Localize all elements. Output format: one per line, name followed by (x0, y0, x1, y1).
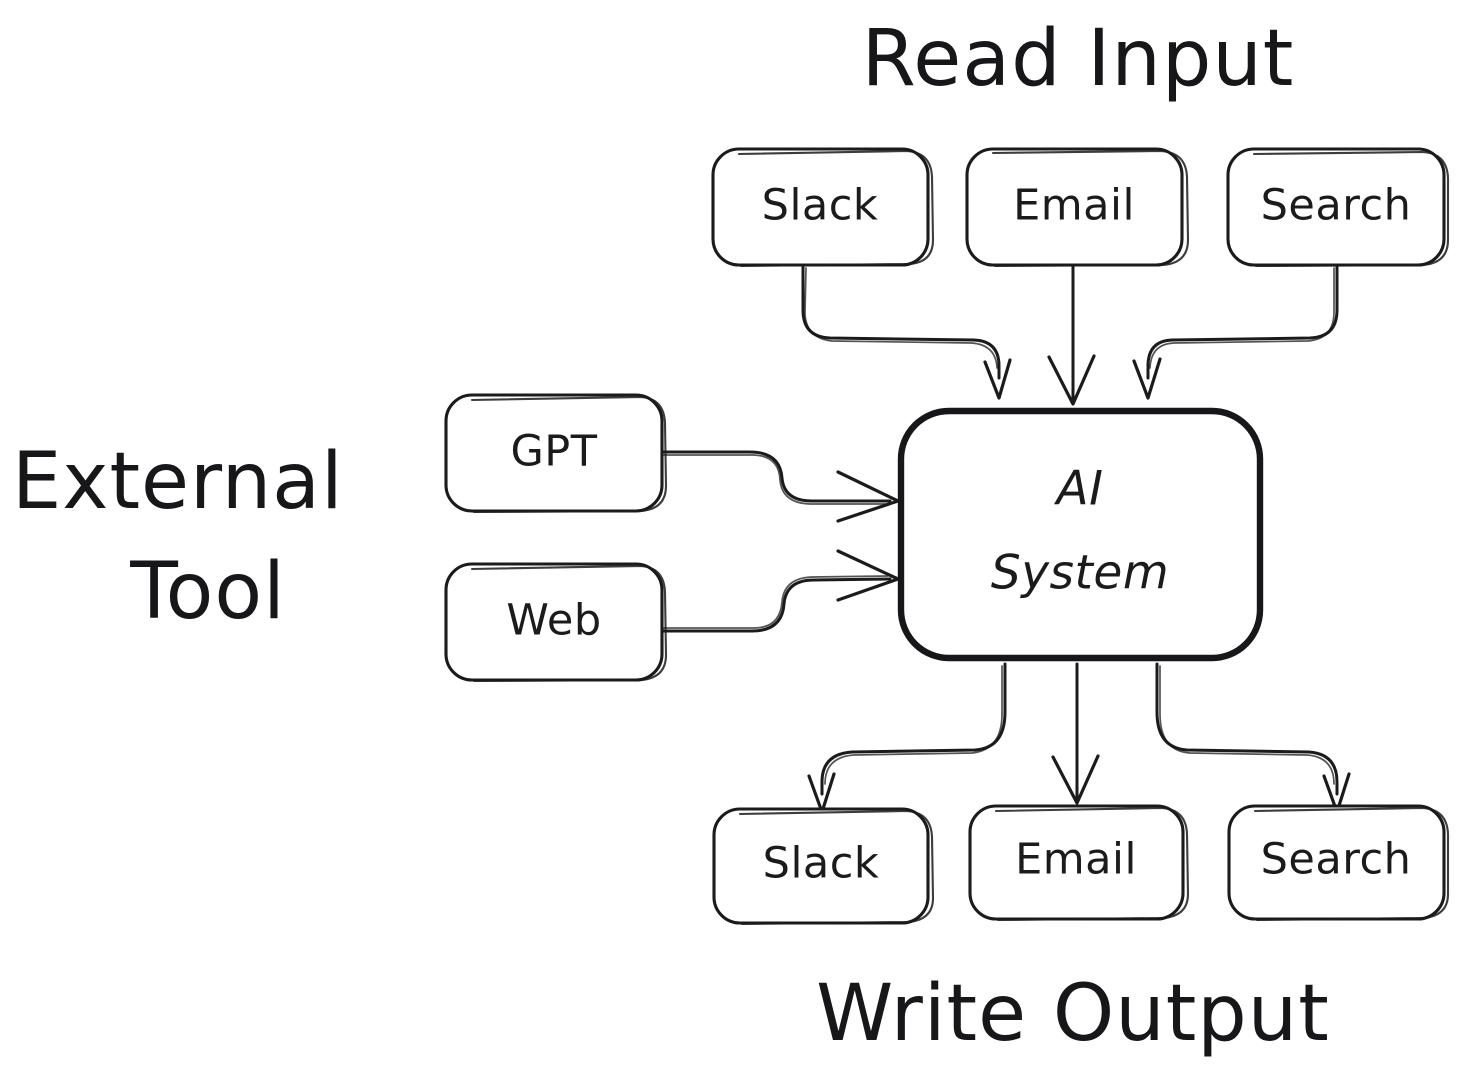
group-title-external-tool-line2: Tool (129, 547, 286, 637)
node-input-email-label: Email (1013, 181, 1135, 231)
node-input-search[interactable]: Search (1226, 147, 1450, 268)
edge-tool-gpt (660, 450, 900, 523)
edge-group-tools (660, 450, 900, 633)
edge-output-email (1051, 662, 1100, 805)
edge-input-email (1047, 264, 1096, 406)
node-output-search[interactable]: Search (1227, 804, 1450, 922)
node-ai-system-label-line1: AI (1053, 462, 1103, 517)
node-input-slack[interactable]: Slack (711, 147, 935, 268)
arrowhead-output-email (1051, 754, 1100, 805)
node-tool-gpt-label: GPT (510, 427, 597, 477)
node-input-slack-label: Slack (762, 181, 879, 231)
edge-output-slack (807, 662, 1007, 814)
group-title-write-output: Write Output (816, 969, 1330, 1059)
group-title-external-tool-line1: External (12, 437, 344, 527)
node-ai-system-label-line2: System (991, 546, 1169, 601)
node-output-slack-label: Slack (763, 839, 880, 889)
node-output-slack[interactable]: Slack (712, 807, 935, 926)
arrowhead-input-email (1047, 354, 1096, 406)
group-title-read-input: Read Input (862, 14, 1295, 104)
edge-tool-web (660, 549, 900, 633)
edge-output-search (1155, 662, 1351, 814)
node-output-email[interactable]: Email (968, 804, 1190, 922)
node-tool-web[interactable]: Web (444, 562, 668, 683)
arrowhead-input-search (1132, 357, 1162, 400)
edge-input-search (1132, 264, 1339, 400)
edge-input-slack (801, 264, 1012, 400)
node-input-email[interactable]: Email (965, 147, 1190, 268)
arrowhead-input-slack (983, 358, 1012, 400)
arrowhead-tool-gpt (836, 470, 900, 523)
edge-group-inputs (801, 264, 1339, 406)
node-output-search-label: Search (1261, 835, 1412, 885)
edge-group-outputs (807, 662, 1351, 814)
node-output-email-label: Email (1015, 835, 1137, 885)
node-ai-system[interactable]: AI System (897, 407, 1264, 662)
node-tool-web-label: Web (506, 596, 601, 646)
node-input-search-label: Search (1261, 181, 1412, 231)
node-tool-gpt[interactable]: GPT (444, 393, 668, 514)
